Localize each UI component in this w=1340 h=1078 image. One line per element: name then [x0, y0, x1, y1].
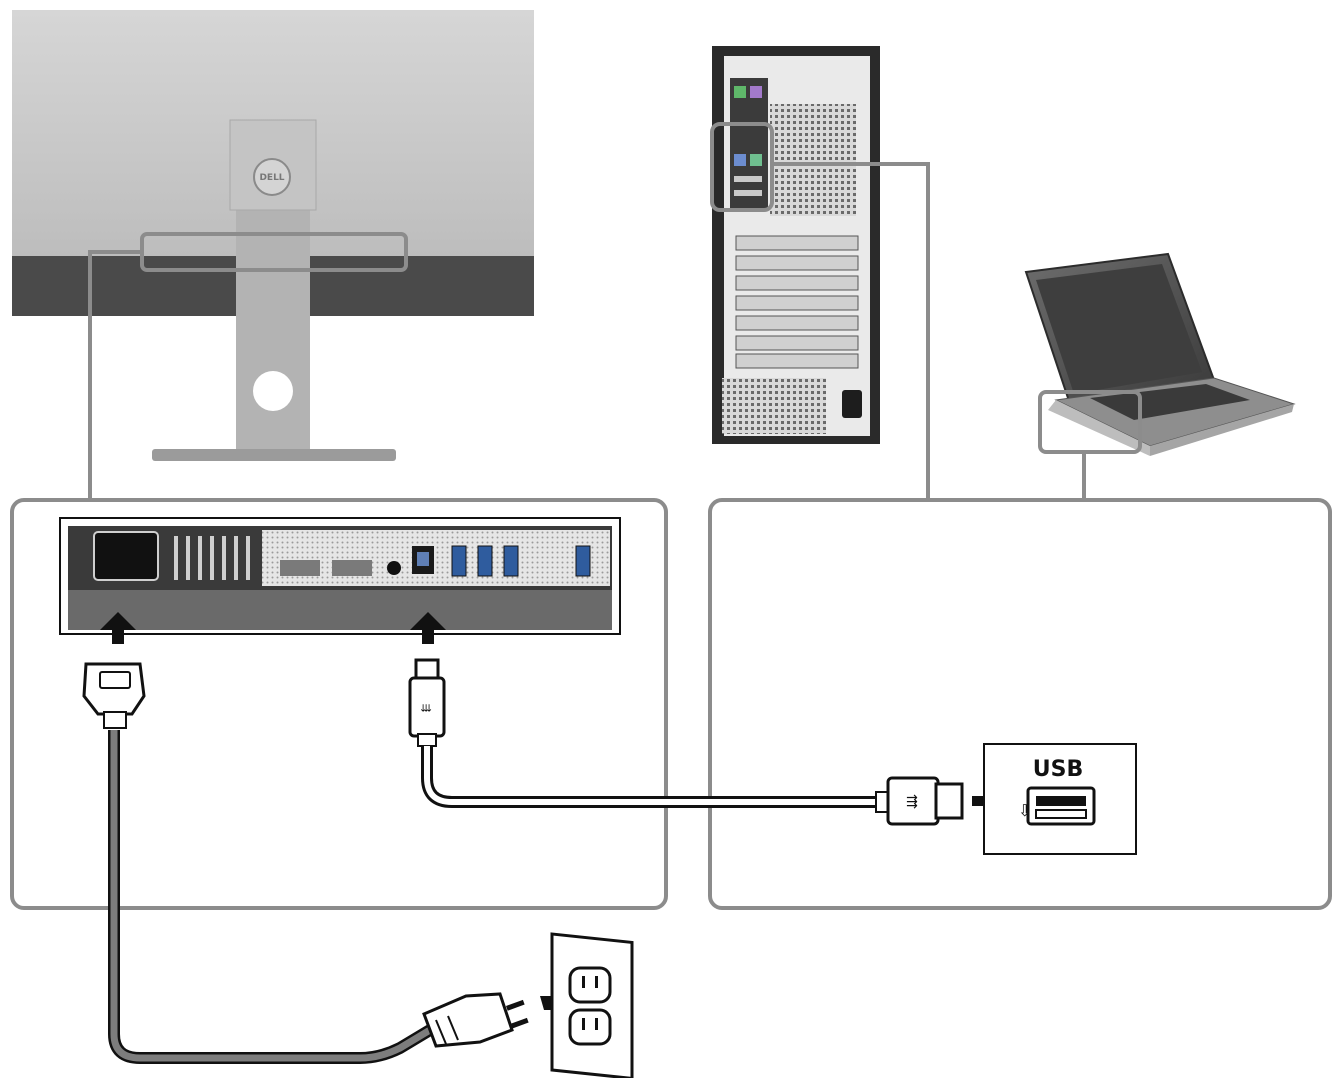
arrow-up-icon: [100, 612, 446, 644]
wall-outlet-icon: [550, 932, 634, 1078]
callout-lines: [88, 162, 1086, 500]
usb-port-icon: USB ⇩: [983, 743, 1137, 855]
power-cable: [110, 730, 432, 1062]
monitor-rear-icon: DELL: [12, 10, 534, 461]
wall-plug-icon: [422, 992, 529, 1048]
dell-logo: DELL: [259, 173, 284, 183]
svg-text:⇶: ⇶: [420, 704, 432, 712]
usb-cable: [424, 746, 878, 805]
power-cord-plug-icon: [82, 662, 146, 729]
desktop-tower-icon: [710, 46, 880, 444]
monitor-port-panel: [59, 517, 621, 635]
usb-b-plug-icon: ⇶: [408, 658, 446, 747]
usb-port-label: USB: [1033, 757, 1083, 782]
svg-text:⇶: ⇶: [906, 793, 918, 809]
laptop-icon: [1024, 252, 1296, 456]
usb-a-plug-icon: ⇶: [875, 776, 964, 826]
